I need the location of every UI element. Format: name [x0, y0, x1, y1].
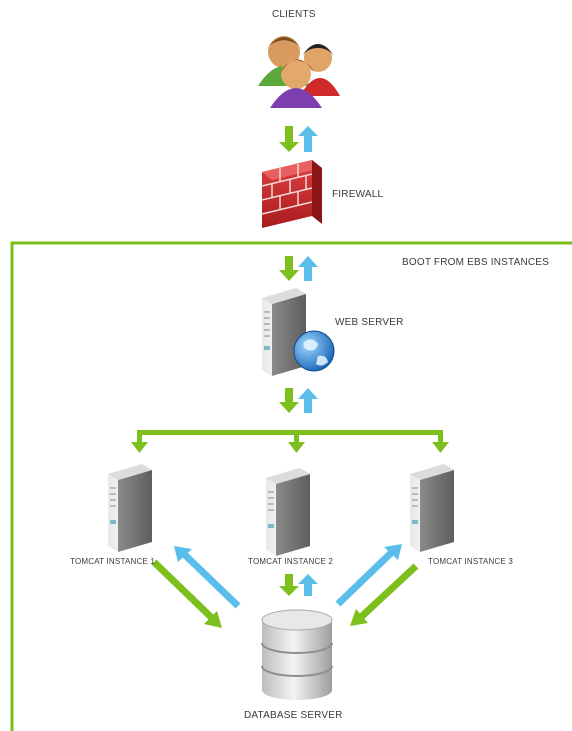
people-icon — [258, 36, 340, 108]
arrow-pair-tomcat1-database — [151, 546, 241, 628]
arrow-pair-tomcat3-database — [335, 544, 419, 626]
tomcat-server-2-icon — [266, 468, 310, 556]
tomcat-server-3-icon — [410, 464, 454, 552]
database-server-label: DATABASE SERVER — [244, 710, 343, 721]
tomcat-2-label: TOMCAT INSTANCE 2 — [248, 557, 334, 566]
firewall-brick-icon — [261, 160, 322, 228]
arrow-pair-clients-firewall — [279, 126, 318, 152]
branch-connector — [131, 430, 449, 453]
globe-icon — [293, 330, 335, 372]
tomcat-server-1-icon — [108, 464, 152, 552]
firewall-label: FIREWALL — [332, 189, 384, 200]
arrow-pair-webserver-tomcat — [279, 388, 318, 413]
tomcat-1-label: TOMCAT INSTANCE 1 — [70, 557, 156, 566]
ebs-group-boundary — [10, 241, 572, 731]
arrow-pair-firewall-webserver — [279, 256, 318, 281]
tomcat-3-label: TOMCAT INSTANCE 3 — [428, 557, 514, 566]
database-cylinder-icon — [261, 609, 333, 700]
ebs-group-label: BOOT FROM EBS INSTANCES — [402, 257, 550, 268]
web-server-label: WEB SERVER — [335, 317, 404, 328]
clients-label: CLIENTS — [272, 9, 316, 20]
arrow-pair-tomcat2-database — [279, 574, 318, 596]
